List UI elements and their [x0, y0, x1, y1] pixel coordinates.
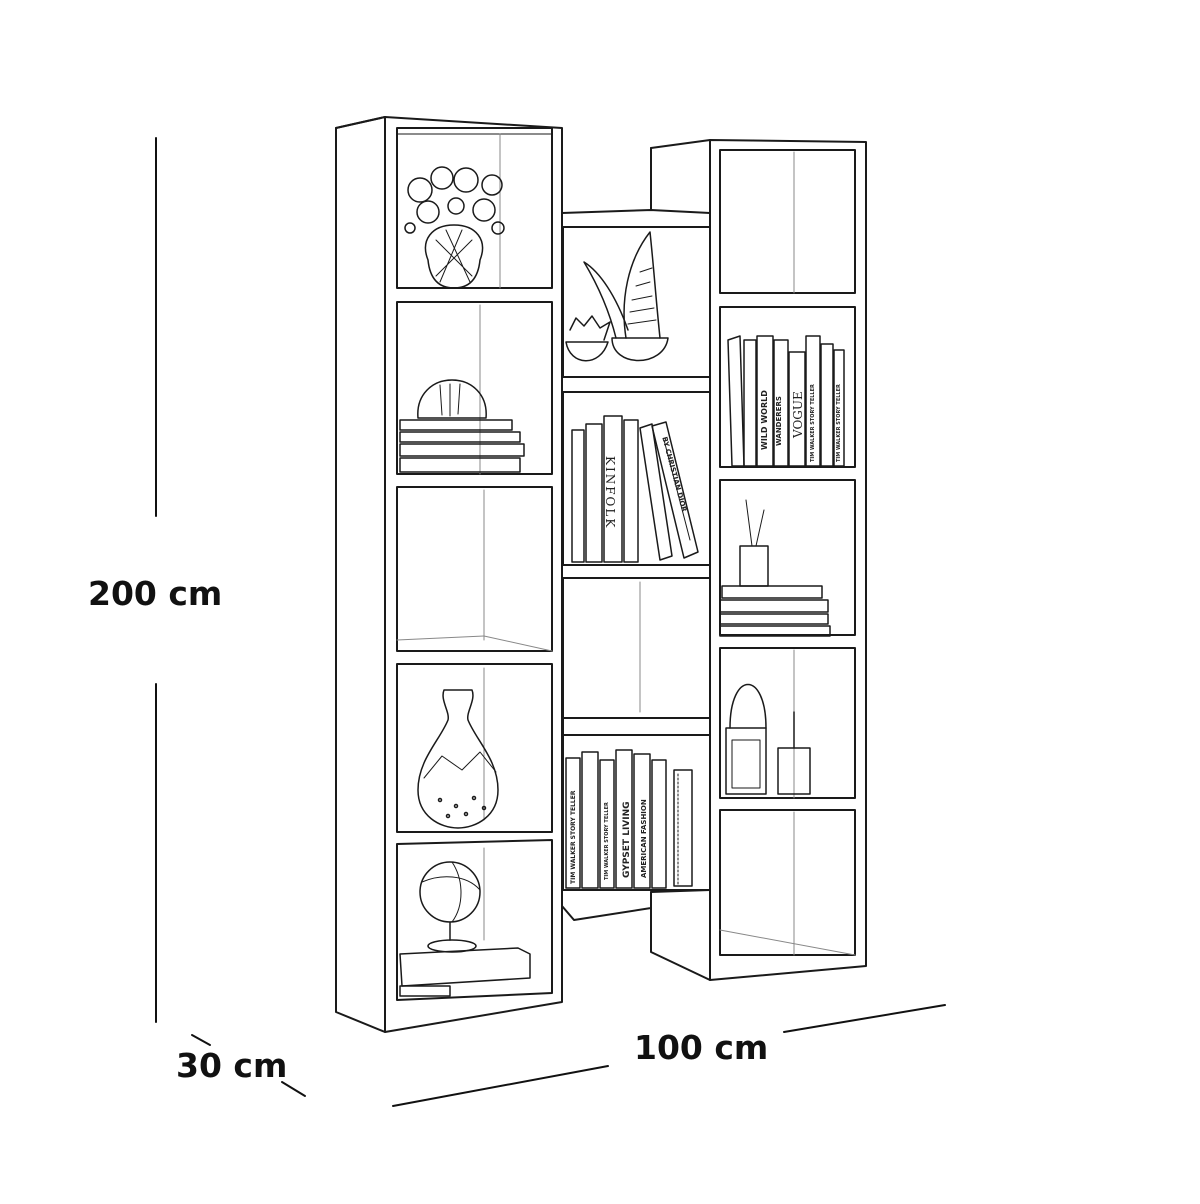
- depth-dimension-tick-bottom: [281, 1081, 306, 1097]
- book-spine-wild-world: WILD WORLD: [760, 390, 769, 450]
- width-dimension-line-right: [783, 1004, 946, 1033]
- book-spine-kinfolk: KINFOLK: [603, 456, 617, 530]
- book-spine-wanderers: WANDERERS: [775, 396, 783, 446]
- book-stack-icon: [399, 419, 525, 473]
- book-spine-tim-walker-1: TIM WALKER STORY TELLER: [810, 384, 816, 462]
- book-stack-left-bottom-icon: [399, 947, 531, 997]
- book-spine-tim-walker-4: TIM WALKER STORY TELLER: [604, 802, 610, 880]
- glass-vase-icon: [417, 689, 499, 829]
- width-dimension-label: 100 cm: [634, 1028, 769, 1067]
- small-vase-icon: [739, 499, 769, 587]
- book-stack-right-icon: [719, 585, 831, 637]
- depth-dimension-label: 30 cm: [176, 1046, 288, 1085]
- book-row-middle-upper: [571, 415, 699, 563]
- depth-dimension-tick-top: [191, 1034, 211, 1046]
- book-spine-tim-walker-3: TIM WALKER STORY TELLER: [570, 790, 577, 884]
- round-vase-icon: [417, 379, 487, 419]
- book-spine-gypset-living: GYPSET LIVING: [622, 801, 632, 878]
- book-row-middle-lower: [565, 749, 693, 889]
- book-spine-vogue: VOGUE: [791, 391, 805, 438]
- bottle-icon: [777, 711, 811, 795]
- book-spine-american-fashion: AMERICAN FASHION: [640, 799, 648, 878]
- globe-icon: [419, 861, 481, 953]
- height-dimension-label: 200 cm: [88, 574, 223, 613]
- flower-vase-icon: [404, 166, 505, 289]
- middle-column: [561, 209, 711, 921]
- book-spine-tim-walker-2: TIM WALKER STORY TELLER: [836, 384, 842, 462]
- right-column: [650, 139, 867, 981]
- book-row-right-upper: [727, 335, 845, 467]
- succulent-plant-icon: [565, 231, 669, 362]
- left-column: [335, 116, 563, 1033]
- dimension-lines: [155, 137, 946, 1107]
- width-dimension-line-left: [392, 1065, 609, 1107]
- lantern-icon: [725, 684, 767, 795]
